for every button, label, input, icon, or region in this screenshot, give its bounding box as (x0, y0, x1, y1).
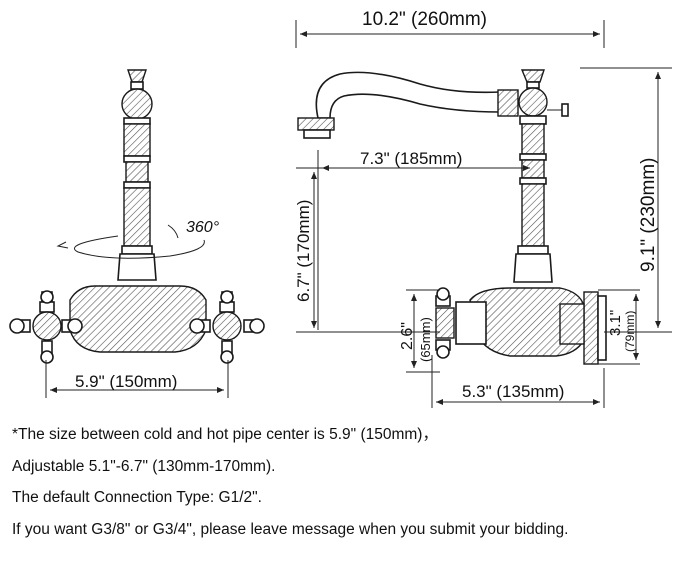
flange-height-mm-label: (79mm) (623, 311, 637, 352)
flange-height-in-label: 3.1" (607, 310, 624, 336)
rotation-label: 360° (186, 219, 220, 236)
note-pipe-center: *The size between cold and hot pipe cent… (12, 426, 438, 443)
front-view: 360° 5.9" (150mm) (9, 69, 265, 398)
total-height-label: 9.1" (230mm) (638, 158, 659, 272)
side-depth-label: 5.3" (135mm) (462, 382, 564, 401)
note-alternate-connection: If you want G3/8" or G3/4", please leave… (12, 520, 569, 538)
front-center-label: 5.9" (150mm) (75, 372, 177, 391)
faucet-dimension-diagram: 360° 5.9" (150mm) (9, 9, 672, 408)
note-adjustable: Adjustable 5.1"-6.7" (130mm-170mm). (12, 457, 276, 475)
spout-reach-label: 7.3" (185mm) (360, 149, 462, 168)
base-height-mm-label: (65mm) (418, 317, 433, 362)
spout-height-label: 6.7" (170mm) (294, 200, 313, 302)
note-connection-type: The default Connection Type: G1/2". (12, 489, 262, 506)
side-view: 10.2" (260mm) 7.3" (185mm) 9.1" (230mm) … (294, 9, 672, 408)
top-reach-label: 10.2" (260mm) (362, 9, 487, 30)
notes-section: *The size between cold and hot pipe cent… (12, 424, 674, 550)
base-height-in-label: 2.6" (399, 322, 416, 350)
